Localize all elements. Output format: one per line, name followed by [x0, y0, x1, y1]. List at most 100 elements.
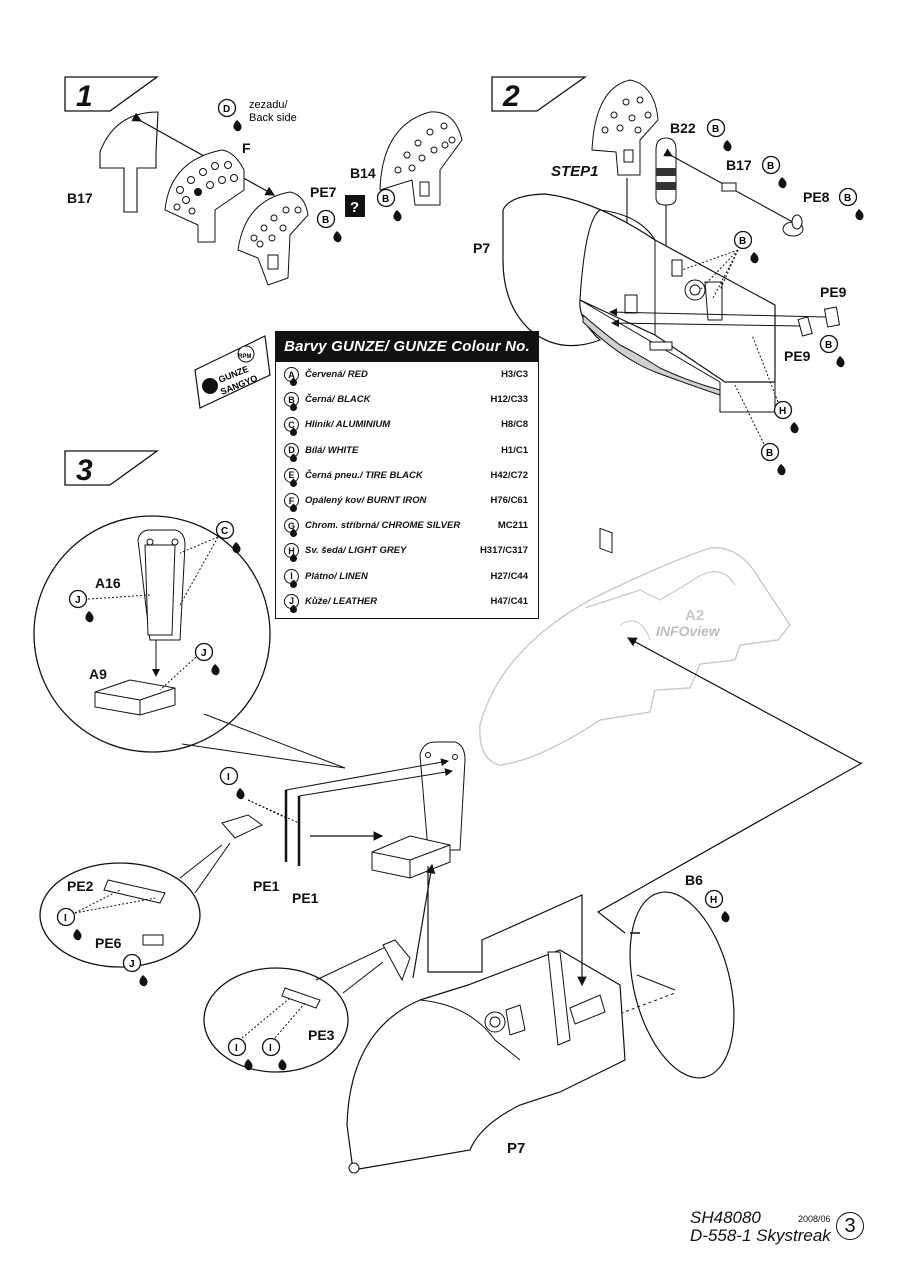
fuselage-p7	[346, 949, 626, 1174]
svg-text:1: 1	[76, 80, 93, 113]
svg-text:PE1: PE1	[253, 878, 280, 894]
svg-text:J: J	[201, 648, 207, 659]
part-b6	[629, 891, 735, 1079]
svg-text:PE2: PE2	[67, 878, 94, 894]
step-2-badge: 2	[491, 76, 588, 113]
svg-text:I: I	[269, 1043, 272, 1054]
svg-text:P7: P7	[473, 240, 490, 256]
colour-name: Hliník/ ALUMINIUM	[305, 419, 391, 431]
part-f-decal	[164, 149, 245, 243]
colour-code-badge: B	[284, 392, 299, 413]
colour-name: Sv. šedá/ LIGHT GREY	[305, 545, 407, 557]
gunze-colour-table: Barvy GUNZE/ GUNZE Colour No. A Červená/…	[275, 331, 539, 619]
svg-text:3: 3	[76, 454, 93, 487]
svg-text:?: ?	[350, 199, 359, 216]
svg-text:B: B	[322, 215, 329, 226]
colour-name: Červená/ RED	[305, 369, 368, 381]
step2-panel	[591, 79, 659, 176]
svg-text:I: I	[227, 772, 230, 783]
colour-number: H47/C41	[490, 595, 529, 607]
page-number: 3	[836, 1212, 864, 1240]
paint-drop-icon	[288, 377, 299, 388]
paint-drop-icon	[288, 528, 299, 539]
pe2-detail-circle	[39, 842, 231, 968]
colour-name: Chrom. stříbrná/ CHROME SILVER	[305, 520, 461, 532]
colour-number: H12/C33	[490, 394, 529, 406]
colour-table-title: Barvy GUNZE/ GUNZE Colour No.	[276, 332, 538, 362]
svg-text:B: B	[844, 193, 851, 204]
svg-text:B: B	[766, 448, 773, 459]
colour-row: H Sv. šedá/ LIGHT GREY H317/C317	[276, 538, 538, 564]
svg-text:A16: A16	[95, 575, 121, 591]
svg-text:PE9: PE9	[820, 284, 847, 300]
step-2: 2 STEP1 B22 B B17 B PE8	[473, 76, 864, 554]
part-b14	[379, 111, 463, 206]
svg-text:zezadu/: zezadu/	[249, 99, 288, 111]
paint-drop-icon	[288, 428, 299, 438]
svg-text:D: D	[223, 104, 230, 115]
step-1: 1 B17 F D zezadu/ Back side	[64, 76, 463, 286]
colour-row: G Chrom. stříbrná/ CHROME SILVER MC211	[276, 513, 538, 539]
colour-number: H1/C1	[501, 444, 528, 456]
page-footer: SH48080 2008/06 D-558-1 Skystreak 3	[690, 1208, 890, 1254]
seat-detail-circle	[33, 515, 271, 753]
svg-text:PE3: PE3	[308, 1027, 335, 1043]
svg-text:A9: A9	[89, 666, 107, 682]
step-3-badge: 3	[64, 450, 160, 487]
svg-text:RPM: RPM	[238, 354, 251, 360]
colour-number: H8/C8	[501, 419, 528, 431]
colour-row: F Opálený kov/ BURNT IRON H76/C61	[276, 488, 538, 514]
colour-code-badge: I	[284, 568, 299, 590]
colour-number: MC211	[497, 520, 528, 532]
colour-number: H3/C3	[501, 369, 528, 381]
svg-text:C: C	[221, 526, 228, 537]
colour-name: Plátno/ LINEN	[305, 570, 368, 582]
step-3: 3 A16 A9 C J J	[33, 450, 863, 1174]
gunze-sangyo-logo: RPM GUNZE SANGYO	[194, 335, 271, 409]
svg-text:B14: B14	[350, 165, 376, 181]
colour-row: J Kůže/ LEATHER H47/C41	[276, 589, 538, 615]
colour-number: H76/C61	[490, 495, 529, 507]
cockpit-tub-step2	[502, 193, 776, 554]
paint-drop-icon	[288, 553, 299, 564]
svg-text:INFOview: INFOview	[656, 623, 721, 639]
colour-code-badge: A	[284, 367, 299, 388]
svg-text:B: B	[712, 124, 719, 135]
colour-row: I Plátno/ LINEN H27/C44	[276, 564, 538, 590]
colour-row: A Červená/ RED H3/C3	[276, 362, 538, 388]
part-a2-canopy	[479, 547, 791, 766]
colour-code-badge: J	[284, 593, 299, 615]
part-b22	[655, 137, 677, 206]
colour-row: D Bílá/ WHITE H1/C1	[276, 438, 538, 464]
pe3-detail-circle	[203, 939, 411, 1073]
svg-text:Back side: Back side	[249, 112, 297, 124]
svg-text:B17: B17	[726, 157, 752, 173]
svg-text:PE6: PE6	[95, 935, 122, 951]
kit-code: SH48080	[690, 1208, 761, 1227]
kit-title: D-558-1 Skystreak	[690, 1226, 831, 1245]
seat-main	[371, 741, 466, 879]
svg-text:STEP1: STEP1	[551, 163, 599, 180]
colour-number: H317/C317	[479, 545, 528, 557]
svg-text:H: H	[710, 895, 717, 906]
svg-text:J: J	[129, 959, 135, 970]
svg-text:F: F	[242, 140, 251, 156]
svg-text:B: B	[767, 161, 774, 172]
svg-text:B17: B17	[67, 190, 93, 206]
colour-code-badge: E	[284, 467, 299, 489]
svg-text:PE7: PE7	[310, 184, 337, 200]
svg-text:B: B	[382, 194, 389, 205]
svg-text:B: B	[825, 340, 832, 351]
colour-code-badge: G	[284, 518, 299, 539]
step-1-badge: 1	[64, 76, 160, 113]
svg-text:P7: P7	[507, 1140, 525, 1157]
svg-text:B6: B6	[685, 872, 703, 888]
paint-drop-icon	[288, 402, 299, 413]
svg-text:PE9: PE9	[784, 348, 811, 364]
colour-name: Černá/ BLACK	[305, 394, 371, 406]
colour-code-badge: C	[284, 417, 299, 438]
colour-code-badge: D	[284, 442, 299, 464]
colour-code-badge: H	[284, 543, 299, 564]
part-b17	[99, 111, 159, 213]
